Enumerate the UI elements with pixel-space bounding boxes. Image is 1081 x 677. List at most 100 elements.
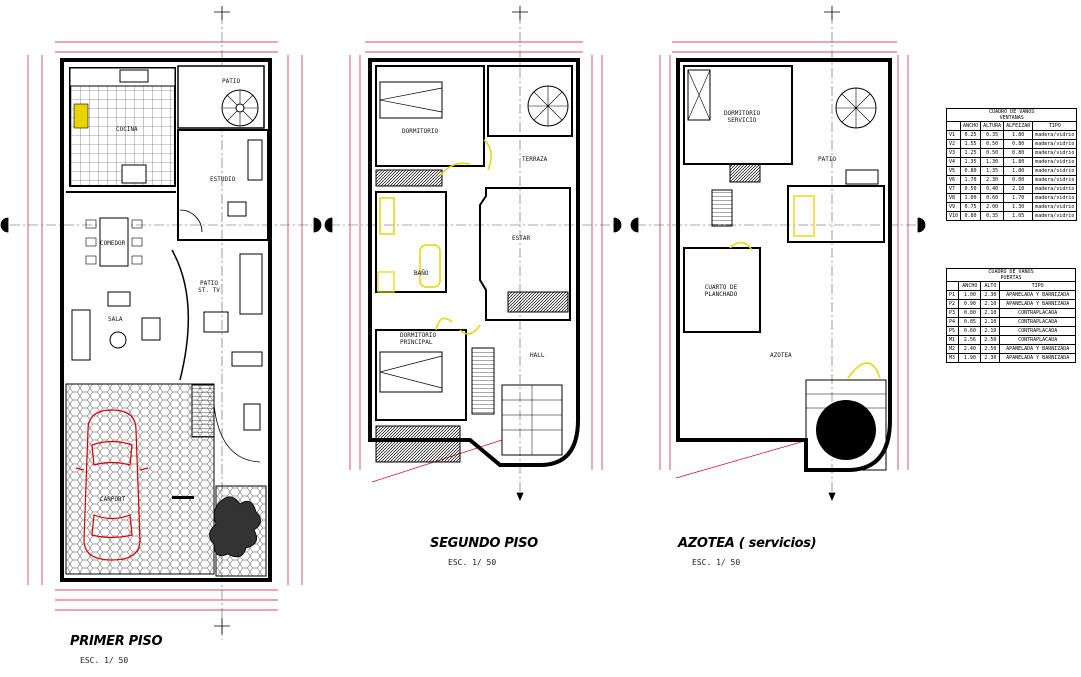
plan-primer-piso bbox=[60, 58, 272, 582]
ventanas-header-cell: ALFEIZAR bbox=[1003, 121, 1034, 131]
puertas-cell: CONTRAPLACADA bbox=[999, 326, 1076, 336]
room-cocina: COCINA bbox=[116, 126, 138, 133]
puertas-cell: 2.50 bbox=[980, 335, 1001, 345]
ventanas-cell: 0.50 bbox=[980, 148, 1005, 158]
ventanas-cell: 0.50 bbox=[960, 184, 982, 194]
ventanas-cell: V3 bbox=[945, 148, 962, 158]
room-bano: BAÑO bbox=[414, 270, 429, 277]
puertas-cell: 0.60 bbox=[958, 326, 982, 336]
ventanas-cell: madera/vidrio bbox=[1032, 193, 1078, 203]
puertas-header-cell bbox=[945, 281, 960, 291]
puertas-cell: 2.10 bbox=[980, 326, 1001, 336]
ventanas-cell: 0.40 bbox=[980, 184, 1005, 194]
ventanas-cell: 0.25 bbox=[960, 130, 982, 140]
puertas-cell: 1.00 bbox=[958, 290, 982, 300]
puertas-cell: APANELADA Y BARNIZADA bbox=[999, 290, 1076, 300]
room-azotea: AZOTEA bbox=[770, 352, 792, 359]
ventanas-cell: madera/vidrio bbox=[1032, 157, 1078, 167]
puertas-cell: 2.10 bbox=[980, 308, 1001, 318]
ventanas-header-cell: TIPO bbox=[1032, 121, 1078, 131]
puertas-header-cell: ALTO bbox=[980, 281, 1001, 291]
puertas-cell: 2.56 bbox=[958, 335, 982, 345]
ventanas-cell: madera/vidrio bbox=[1032, 211, 1078, 221]
puertas-cell: P3 bbox=[945, 308, 960, 318]
ventanas-cell: 0.60 bbox=[980, 193, 1005, 203]
ventanas-cell: madera/vidrio bbox=[1032, 139, 1078, 149]
room-comedor: COMEDOR bbox=[100, 240, 126, 247]
ventanas-cell: 1.05 bbox=[1003, 211, 1034, 221]
ventanas-cell: madera/vidrio bbox=[1032, 202, 1078, 212]
puertas-cell: APANELADA Y BARNIZADA bbox=[999, 353, 1076, 363]
puertas-header-cell: ANCHO bbox=[958, 281, 982, 291]
ventanas-cell: V7 bbox=[945, 184, 962, 194]
room-hall: HALL bbox=[530, 352, 545, 359]
ventanas-cell: V2 bbox=[945, 139, 962, 149]
room-patio: PATIO bbox=[222, 78, 241, 85]
ventanas-header-cell: ANCHO bbox=[960, 121, 982, 131]
ventanas-cell: madera/vidrio bbox=[1032, 175, 1078, 185]
ventanas-cell: 0.80 bbox=[960, 211, 982, 221]
plan-3-scale: ESC. 1/ 50 bbox=[692, 558, 741, 567]
puertas-cell: APANELADA Y BARNIZADA bbox=[999, 344, 1076, 354]
ventanas-cell: 1.00 bbox=[960, 193, 982, 203]
puertas-cell: CONTRAPLACADA bbox=[999, 317, 1076, 327]
ventanas-cell: 0.00 bbox=[1003, 175, 1034, 185]
ventanas-cell: 1.70 bbox=[1003, 193, 1034, 203]
puertas-cell: P2 bbox=[945, 299, 960, 309]
ventanas-cell: 2.30 bbox=[980, 175, 1005, 185]
puertas-cell: 2.30 bbox=[980, 290, 1001, 300]
puertas-cell: P5 bbox=[945, 326, 960, 336]
ventanas-header-cell bbox=[945, 121, 962, 131]
ventanas-cell: 1.55 bbox=[960, 139, 982, 149]
room-terraza: TERRAZA bbox=[522, 156, 548, 163]
puertas-cell: CONTRAPLACADA bbox=[999, 308, 1076, 318]
room-dormitorio: DORMITORIO bbox=[402, 128, 439, 135]
puertas-cell: M1 bbox=[945, 335, 960, 345]
ventanas-cell: 0.50 bbox=[980, 139, 1005, 149]
ventanas-cell: madera/vidrio bbox=[1032, 130, 1078, 140]
room-estar: ESTAR bbox=[512, 235, 531, 242]
puertas-cell: P1 bbox=[945, 290, 960, 300]
plan-1-scale: ESC. 1/ 50 bbox=[80, 656, 129, 665]
ventanas-cell: madera/vidrio bbox=[1032, 166, 1078, 176]
plan-2-scale: ESC. 1/ 50 bbox=[448, 558, 497, 567]
puertas-cell: 0.80 bbox=[958, 308, 982, 318]
ventanas-cell: 1.80 bbox=[1003, 166, 1034, 176]
room-dormitorio-servicio: DORMITORIO SERVICIO bbox=[723, 110, 761, 124]
ventanas-cell: V1 bbox=[945, 130, 962, 140]
ventanas-cell: V6 bbox=[945, 175, 962, 185]
ventanas-cell: 1.30 bbox=[1003, 202, 1034, 212]
ventanas-cell: madera/vidrio bbox=[1032, 148, 1078, 158]
ventanas-cell: 1.70 bbox=[960, 175, 982, 185]
ventanas-cell: 2.10 bbox=[1003, 184, 1034, 194]
puertas-cell: 2.40 bbox=[958, 344, 982, 354]
ventanas-cell: V9 bbox=[945, 202, 962, 212]
ventanas-cell: V10 bbox=[945, 211, 962, 221]
ventanas-cell: 2.00 bbox=[980, 202, 1005, 212]
ventanas-cell: 1.80 bbox=[1003, 157, 1034, 167]
room-sala: SALA bbox=[108, 316, 123, 323]
ventanas-cell: 0.80 bbox=[1003, 139, 1034, 149]
puertas-cell: M2 bbox=[945, 344, 960, 354]
puertas-cell: P4 bbox=[945, 317, 960, 327]
room-dormitorio-principal: DORMITORIO PRINCIPAL bbox=[400, 332, 437, 346]
ventanas-cell: V5 bbox=[945, 166, 962, 176]
